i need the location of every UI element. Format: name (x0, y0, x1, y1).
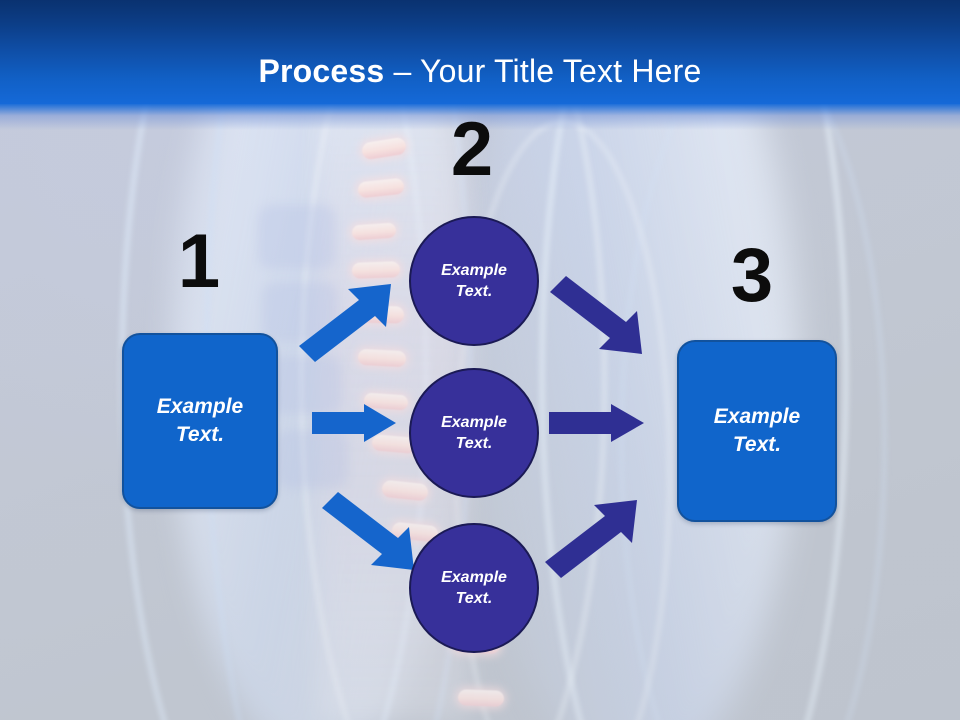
arrow-box1-to-circle3[interactable] (318, 492, 423, 575)
step-box-1-label-line2: Text. (175, 423, 225, 446)
step-circle-3-label: Example Text. (441, 567, 507, 609)
arrow-box1-to-circle1[interactable] (295, 280, 405, 362)
vertebra-shape-icon (258, 205, 336, 269)
page-title: Process – Your Title Text Here (0, 52, 960, 90)
step-circle-1-label-line2: Text. (455, 283, 493, 300)
step-circle-1[interactable]: Example Text. (409, 216, 539, 346)
step-circle-3[interactable]: Example Text. (409, 523, 539, 653)
arrow-circle1-to-box3[interactable] (548, 276, 658, 358)
vertebra-shape-icon (268, 356, 342, 414)
step-box-3-label-line1: Example (713, 405, 801, 428)
header-banner (0, 0, 960, 104)
arrow-circle3-to-box3[interactable] (543, 500, 653, 578)
step-number-1: 1 (177, 219, 221, 304)
step-circle-2-label: Example Text. (441, 412, 507, 454)
step-box-1-label: Example Text. (157, 393, 243, 449)
step-circle-3-label-line2: Text. (455, 590, 493, 607)
step-box-3-label-line2: Text. (732, 433, 782, 456)
header-fade-edge (0, 104, 960, 130)
step-box-1[interactable]: Example Text. (122, 333, 278, 509)
page-title-strong: Process (258, 53, 385, 89)
arrow-box1-to-circle2[interactable] (310, 404, 400, 442)
step-circle-2-label-line1: Example (441, 414, 507, 431)
step-circle-1-label-line1: Example (441, 262, 507, 279)
step-box-1-label-line1: Example (156, 395, 244, 418)
page-title-rest: – Your Title Text Here (384, 53, 702, 89)
step-number-2: 2 (450, 107, 494, 192)
vertebra-shape-icon (276, 430, 348, 488)
step-circle-1-label: Example Text. (441, 260, 507, 302)
step-number-3: 3 (730, 233, 774, 318)
step-circle-2-label-line2: Text. (455, 435, 493, 452)
step-box-3-label: Example Text. (714, 403, 800, 459)
step-circle-3-label-line1: Example (441, 569, 507, 586)
arrow-circle2-to-box3[interactable] (547, 404, 647, 442)
step-box-3[interactable]: Example Text. (677, 340, 837, 522)
step-circle-2[interactable]: Example Text. (409, 368, 539, 498)
